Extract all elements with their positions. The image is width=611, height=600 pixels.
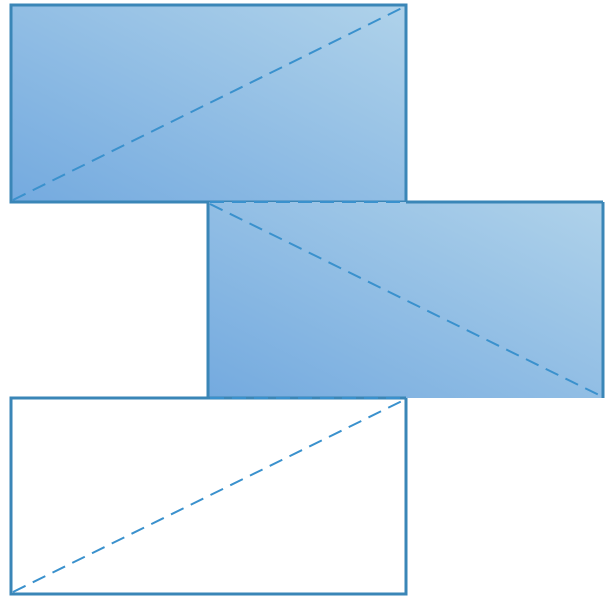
top-rectangle (9, 3, 408, 204)
top-rectangle-diagonal (12, 6, 405, 201)
bottom-rectangle (9, 396, 408, 596)
middle-rectangle-fill (208, 202, 603, 398)
middle-rectangle (206, 200, 605, 400)
bottom-rectangle-diagonal (12, 399, 405, 593)
middle-rectangle-diagonal (209, 203, 602, 397)
bottom-rectangle-body (9, 396, 408, 596)
top-rectangle-body (9, 3, 408, 204)
